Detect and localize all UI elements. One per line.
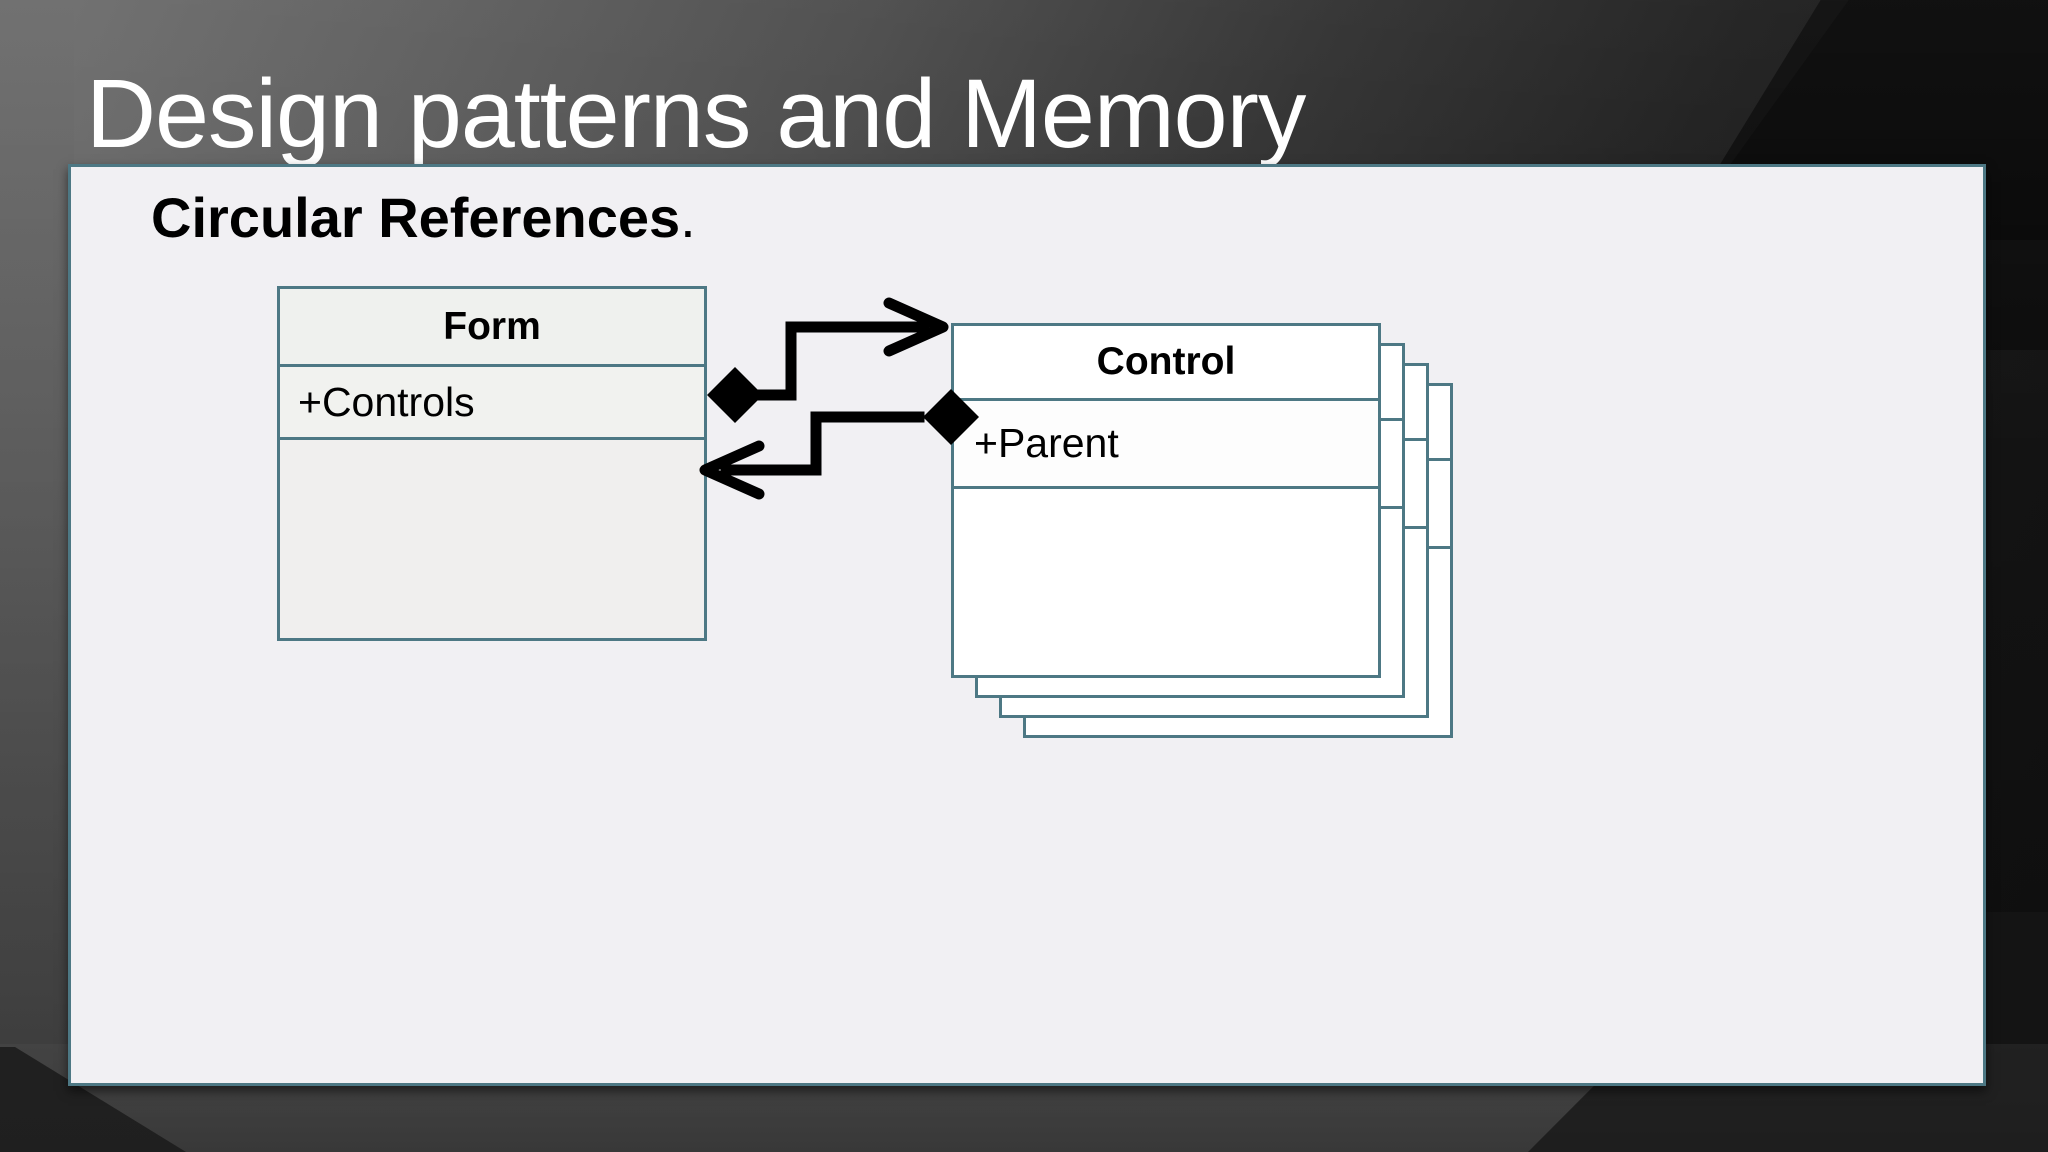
content-heading-period: . bbox=[680, 186, 696, 249]
content-heading-bold: Circular References bbox=[151, 186, 681, 249]
uml-class-form-attribute-controls: +Controls bbox=[280, 364, 704, 437]
content-heading: Circular References. bbox=[151, 185, 696, 250]
uml-class-control[interactable]: Control +Parent bbox=[951, 323, 1381, 678]
uml-class-control-operations bbox=[954, 486, 1378, 675]
connector-control-refs-form bbox=[699, 389, 979, 500]
connector-line-form-to-control bbox=[725, 321, 930, 401]
connector-line-control-to-form bbox=[720, 411, 925, 476]
uml-class-form-name: Form bbox=[280, 289, 704, 364]
slide-left-gradient-band bbox=[0, 0, 74, 1046]
composition-diamond-form bbox=[707, 367, 763, 423]
slide-content-panel: Circular References. Form +Controls Cont… bbox=[68, 164, 1986, 1086]
uml-class-control-name: Control bbox=[954, 326, 1378, 398]
uml-class-form-operations bbox=[280, 437, 704, 638]
uml-class-form[interactable]: Form +Controls bbox=[277, 286, 707, 641]
slide-title: Design patterns and Memory bbox=[86, 59, 1306, 168]
arrowhead-into-form bbox=[699, 440, 765, 500]
uml-class-control-attribute-parent: +Parent bbox=[954, 398, 1378, 486]
arrowhead-into-control bbox=[883, 297, 949, 357]
connector-form-owns-control bbox=[707, 297, 949, 423]
